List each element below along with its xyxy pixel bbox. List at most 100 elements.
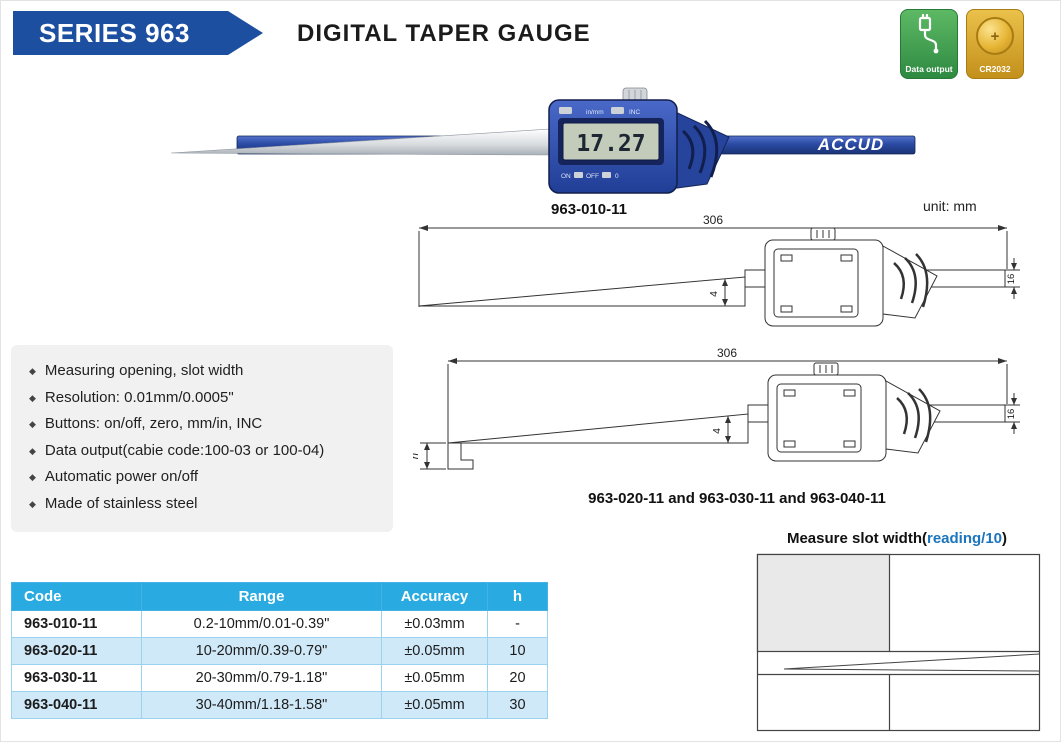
slot-title-highlight: reading/10 — [927, 530, 1003, 547]
button-label-inmm: in/mm — [586, 109, 604, 116]
page-title: DIGITAL TAPER GAUGE — [297, 20, 591, 47]
column-header-accuracy: Accuracy — [381, 582, 488, 611]
data-output-badge: Data output — [900, 9, 958, 79]
dim-hook-label: h — [413, 453, 421, 459]
column-header-range: Range — [141, 582, 382, 611]
feature-text: Automatic power on/off — [44, 468, 199, 485]
column-header-code: Code — [11, 582, 142, 611]
feature-item: ◆ Resolution: 0.01mm/0.0005" — [29, 389, 385, 406]
dim-length-label-2: 306 — [717, 347, 737, 360]
dimension-beam-height-2 — [1005, 393, 1020, 434]
drawing2-caption: 963-020-11 and 963-030-11 and 963-040-11 — [588, 490, 886, 507]
product-caption: 963-010-11 — [551, 201, 627, 218]
cell-code: 963-040-11 — [11, 691, 142, 719]
feature-text: Buttons: on/off, zero, mm/in, INC — [44, 415, 263, 432]
technical-drawing-2: 306 h 4 16 — [413, 347, 1020, 470]
cell-h: 10 — [487, 637, 548, 665]
cell-h: 20 — [487, 664, 548, 692]
button-label-zero: 0 — [615, 173, 619, 180]
cell-h: 30 — [487, 691, 548, 719]
diamond-bullet-icon: ◆ — [29, 472, 36, 482]
workpiece-upper-block — [756, 553, 891, 653]
brand-logo: ACCUD — [817, 135, 884, 154]
slot-diagram-title: Measure slot width(reading/10) — [751, 530, 1043, 547]
feature-item: ◆ Made of stainless steel — [29, 495, 385, 512]
slot-title-prefix: Measure slot width( — [786, 530, 927, 547]
series-banner-label: SERIES 963 — [39, 17, 190, 48]
dim-tip-label-2: 4 — [711, 428, 723, 434]
diamond-bullet-icon: ◆ — [29, 366, 36, 376]
unit-note: unit: mm — [923, 198, 977, 214]
cell-range: 20-30mm/0.79-1.18" — [141, 664, 382, 692]
dimension-tip-1 — [722, 279, 728, 306]
dimension-beam-height-1 — [1005, 258, 1020, 299]
dim-beam-label-1: 16 — [1006, 274, 1017, 285]
grip-outline-1 — [882, 245, 938, 319]
taper-blade-in-slot — [783, 653, 1040, 672]
usb-cable-icon — [918, 14, 939, 54]
dimension-hook — [420, 442, 446, 470]
feature-item: ◆ Data output(cabie code:100-03 or 100-04… — [29, 442, 385, 459]
product-photo: ACCUD in/mm INC 17.27 ON OFF 0 — [170, 87, 916, 194]
dimension-tip-2 — [725, 416, 731, 443]
coin-battery-icon: + — [976, 17, 1014, 55]
feature-text: Data output(cabie code:100-03 or 100-04) — [44, 441, 325, 459]
cell-h: - — [487, 610, 548, 638]
dimension-length-2 — [447, 358, 1008, 443]
dim-tip-label-1: 4 — [708, 291, 720, 297]
cell-code: 963-020-11 — [11, 637, 142, 665]
cell-accuracy: ±0.05mm — [381, 691, 488, 719]
battery-badge: + CR2032 — [966, 9, 1024, 79]
unit-outline-2 — [767, 362, 941, 462]
diamond-bullet-icon: ◆ — [29, 419, 36, 429]
column-header-h: h — [487, 582, 548, 611]
series-banner: SERIES 963 — [13, 11, 263, 55]
button-label-off: OFF — [586, 173, 599, 180]
dim-beam-label-2: 16 — [1006, 409, 1017, 420]
dimension-length-1 — [418, 225, 1008, 307]
feature-item: ◆ Automatic power on/off — [29, 468, 385, 485]
lcd-value: 17.27 — [576, 131, 645, 157]
cell-code: 963-030-11 — [11, 664, 142, 692]
grip-outline-2 — [885, 380, 941, 454]
diamond-bullet-icon: ◆ — [29, 498, 36, 509]
slot-title-suffix: ) — [1002, 530, 1008, 547]
unit-outline-1 — [764, 227, 938, 327]
features-list: ◆ Measuring opening, slot width ◆ Resolutio… — [29, 362, 385, 512]
dim-length-label-1: 306 — [703, 214, 723, 227]
diamond-bullet-icon: ◆ — [29, 392, 36, 403]
cell-range: 0.2-10mm/0.01-0.39" — [141, 610, 382, 638]
slot-diagram — [756, 553, 1041, 732]
taper-blade-outline-1 — [418, 276, 746, 307]
features-panel: ◆ Measuring opening, slot width ◆ Resolutio… — [11, 345, 393, 532]
diamond-bullet-icon: ◆ — [29, 445, 36, 456]
digital-unit: in/mm INC 17.27 ON OFF 0 — [548, 87, 730, 194]
button-label-on: ON — [561, 173, 571, 180]
feature-text: Made of stainless steel — [44, 494, 198, 512]
cell-code: 963-010-11 — [11, 610, 142, 638]
hook-outline — [447, 442, 474, 470]
battery-plus-mark: + — [990, 27, 1000, 45]
feature-item: ◆ Buttons: on/off, zero, mm/in, INC — [29, 415, 385, 432]
battery-badge-label: CR2032 — [979, 64, 1011, 74]
technical-drawing-1: 306 4 16 — [418, 214, 1020, 327]
feature-item: ◆ Measuring opening, slot width — [29, 362, 385, 379]
blade — [170, 128, 552, 156]
lcd-display — [562, 122, 660, 161]
grip — [668, 108, 730, 190]
feature-text: Measuring opening, slot width — [44, 362, 244, 379]
cell-accuracy: ±0.05mm — [381, 637, 488, 665]
cell-accuracy: ±0.05mm — [381, 664, 488, 692]
data-output-badge-label: Data output — [905, 64, 953, 74]
taper-blade-outline-2 — [447, 413, 749, 444]
feature-text: Resolution: 0.01mm/0.0005" — [44, 388, 234, 406]
cell-range: 30-40mm/1.18-1.58" — [141, 691, 382, 719]
